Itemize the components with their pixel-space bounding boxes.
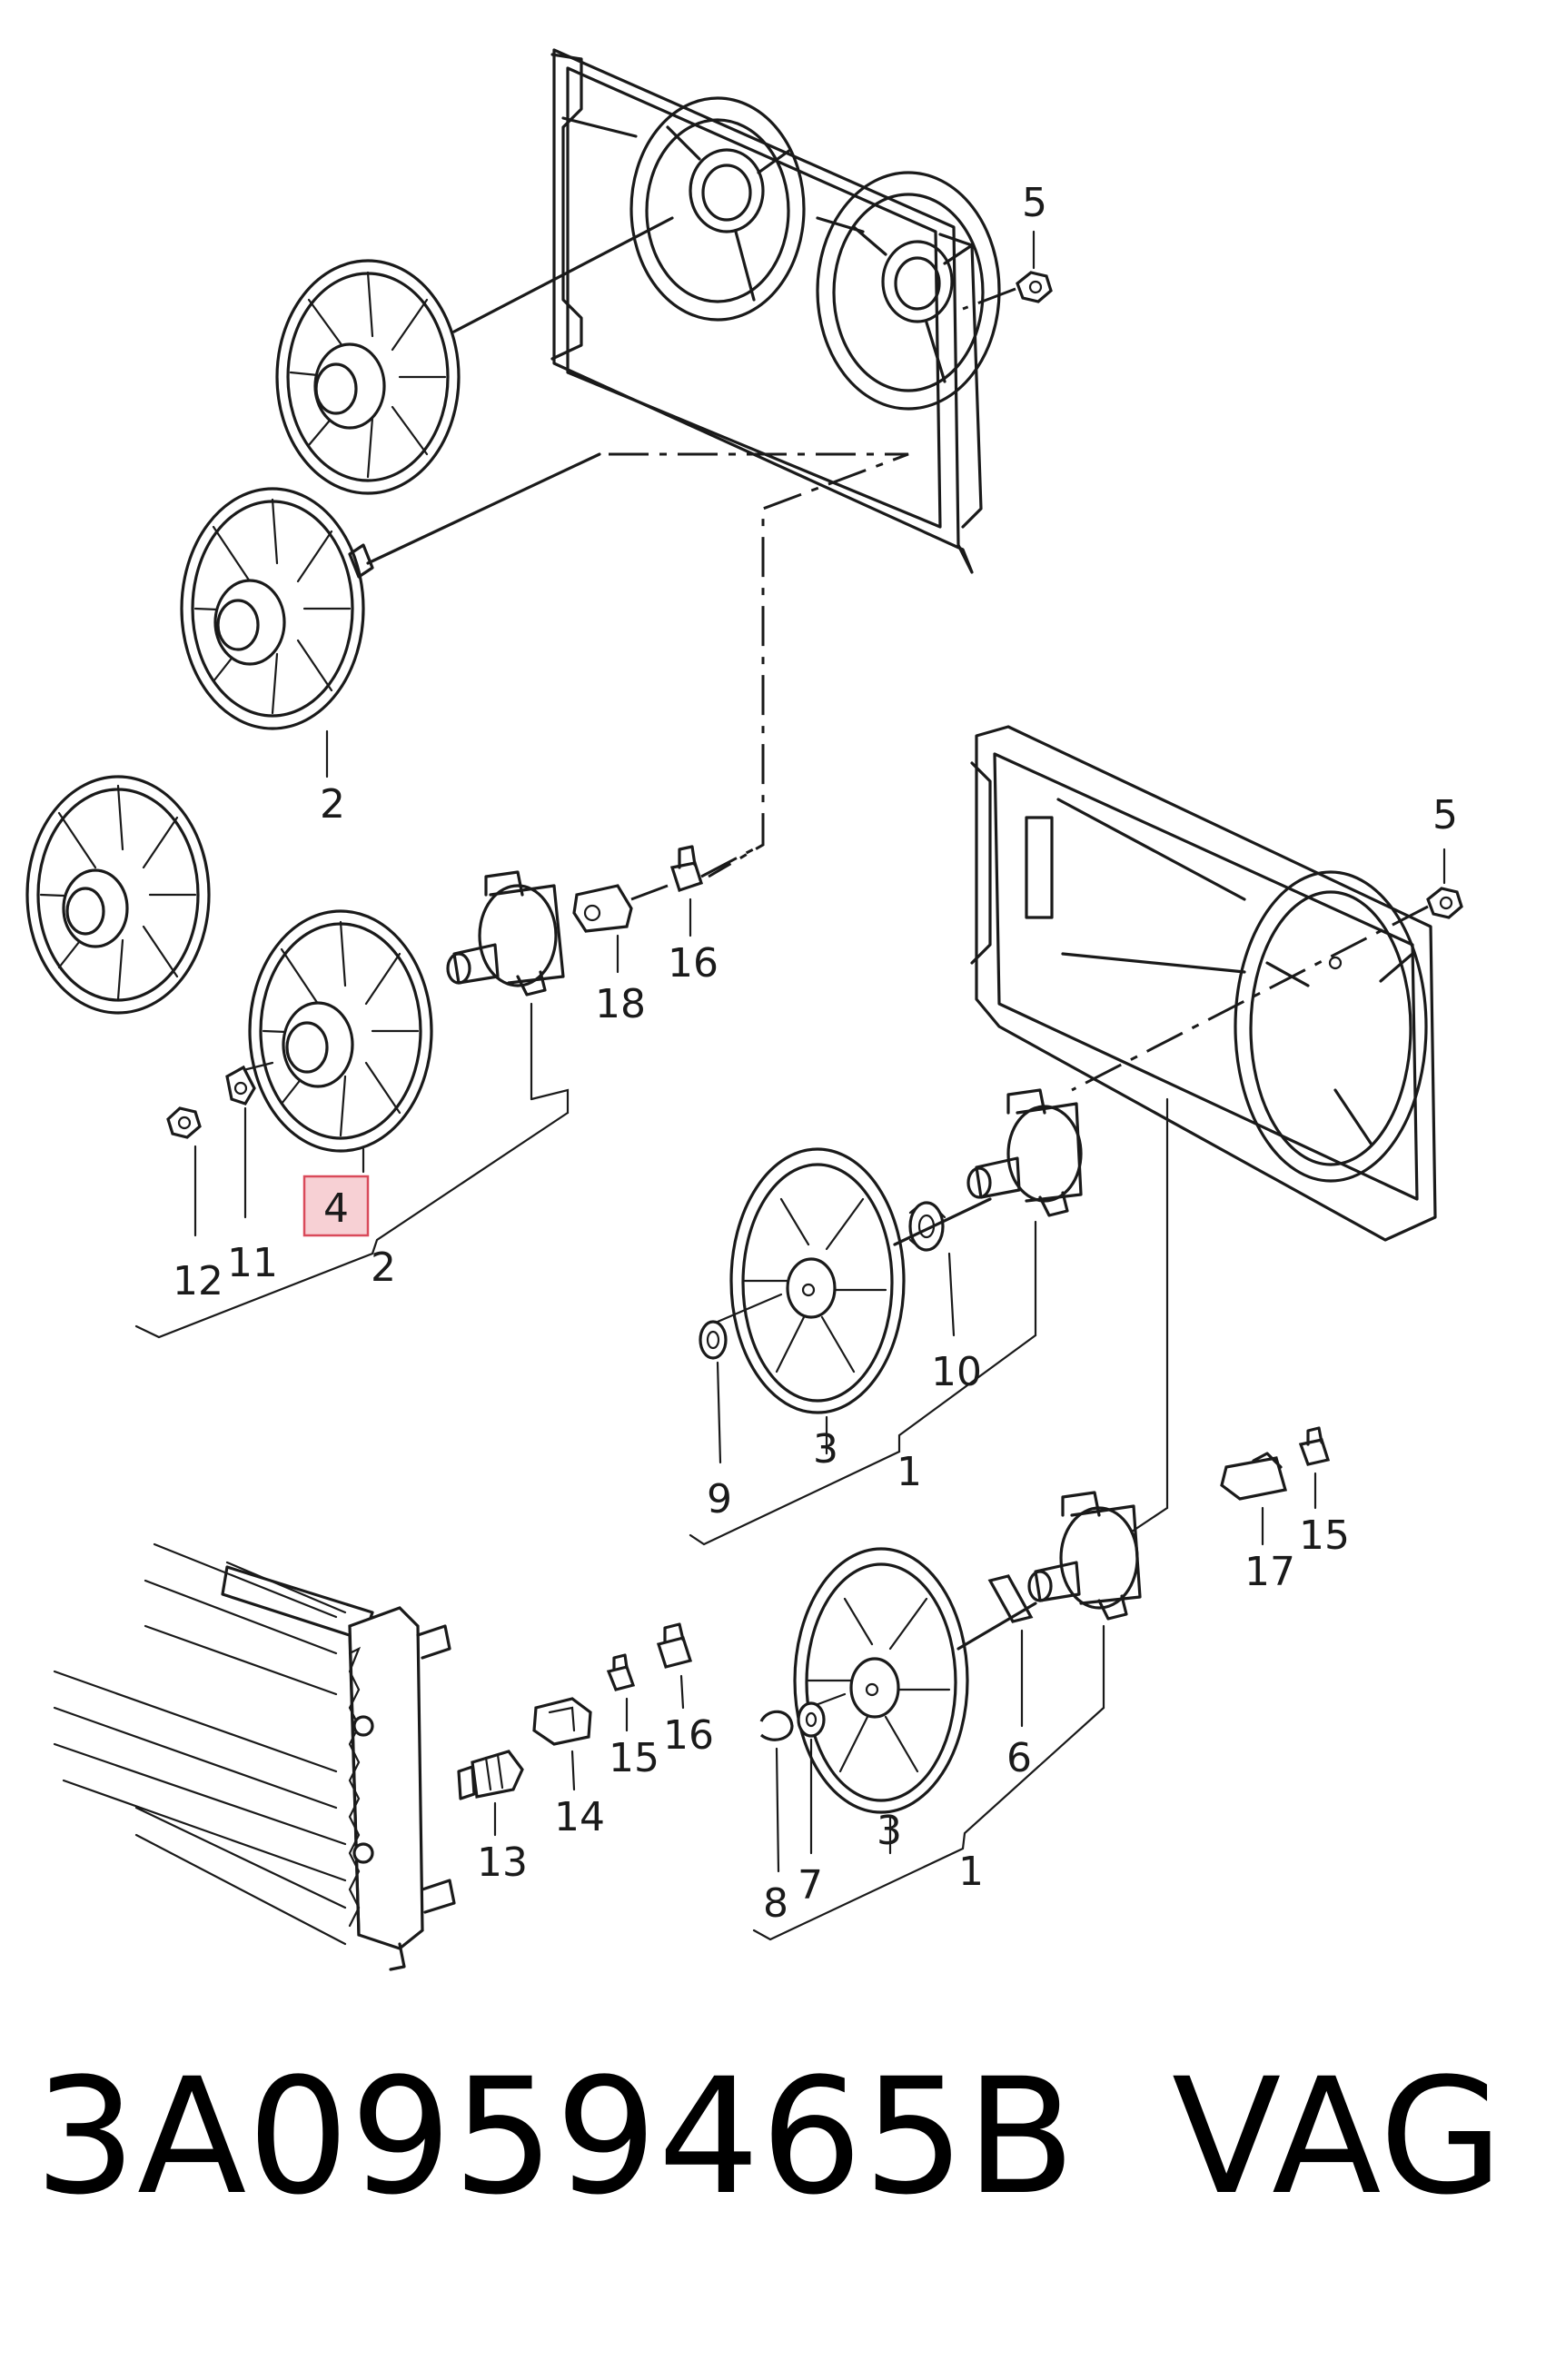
callout-nut-5-mid: 5 bbox=[1432, 792, 1458, 838]
switch-16-bottom bbox=[656, 1622, 693, 1710]
callout-switch-16-bottom: 16 bbox=[663, 1712, 714, 1759]
callout-bracket-6: 6 bbox=[1006, 1735, 1032, 1781]
nut-5-mid bbox=[1071, 848, 1463, 1092]
callout-fan-highlighted: 4 bbox=[323, 1185, 349, 1232]
relay-18 bbox=[572, 884, 669, 974]
brand-label: VAG bbox=[1172, 2044, 1504, 2230]
switch-15-bottom bbox=[606, 1653, 636, 1732]
radiator bbox=[53, 1542, 456, 1971]
upper-fan-shroud bbox=[550, 48, 1001, 574]
washer-11 bbox=[225, 1065, 256, 1219]
callout-clip-9: 9 bbox=[707, 1476, 732, 1522]
callout-switch-15-bottom: 15 bbox=[609, 1735, 659, 1781]
callout-washer-11: 11 bbox=[227, 1240, 278, 1286]
callout-switch-16-top: 16 bbox=[668, 940, 719, 987]
callout-fan-3-bottom: 3 bbox=[877, 1808, 902, 1854]
switch-15-right bbox=[1298, 1426, 1331, 1510]
switch-13 bbox=[457, 1750, 524, 1837]
callout-relay-17: 17 bbox=[1244, 1549, 1295, 1595]
callout-nut-12: 12 bbox=[173, 1258, 223, 1304]
callout-switch-15-right: 15 bbox=[1299, 1512, 1350, 1559]
mid-fan-shroud bbox=[970, 725, 1437, 1537]
bracket-6 bbox=[987, 1574, 1034, 1728]
relay-17 bbox=[1220, 1452, 1288, 1546]
part-number: 3A0959465B bbox=[35, 2044, 1076, 2230]
washer-7 bbox=[797, 1701, 826, 1855]
callout-washer-7: 7 bbox=[798, 1862, 823, 1909]
fan-bottom bbox=[793, 1547, 1037, 1855]
motor-mid-left bbox=[446, 870, 570, 1115]
fan-upper-mid bbox=[180, 452, 601, 778]
highlight-box-4 bbox=[302, 1175, 370, 1237]
callout-relay-14: 14 bbox=[554, 1794, 605, 1840]
callout-assy-1-mid: 1 bbox=[897, 1449, 922, 1495]
fan-upper-rear bbox=[275, 216, 674, 495]
switch-16-top bbox=[669, 845, 759, 937]
callout-nut-5-top: 5 bbox=[1022, 180, 1047, 226]
callout-clip-10: 10 bbox=[931, 1349, 982, 1395]
callout-fan-upper-rear: 2 bbox=[320, 781, 345, 828]
callout-switch-13: 13 bbox=[477, 1840, 528, 1886]
group-bracket-mid-left bbox=[134, 1111, 570, 1339]
callout-clip-8: 8 bbox=[763, 1880, 788, 1927]
motor-bottom bbox=[1027, 1491, 1142, 1710]
callout-assy-1-bottom: 1 bbox=[958, 1849, 984, 1895]
callout-fan-mid-left: 2 bbox=[371, 1245, 396, 1291]
fan-highlighted bbox=[234, 909, 433, 1174]
nut-12 bbox=[166, 1106, 202, 1237]
callout-fan-3-mid: 3 bbox=[813, 1426, 838, 1473]
clip-9 bbox=[699, 1320, 728, 1464]
clip-10 bbox=[908, 1201, 956, 1337]
group-bracket-mid-right bbox=[689, 1334, 1037, 1546]
leader-line-top bbox=[609, 452, 909, 878]
clip-8 bbox=[759, 1710, 794, 1873]
fan-left bbox=[25, 775, 211, 1015]
relay-14 bbox=[532, 1697, 592, 1791]
nut-5-top bbox=[962, 230, 1053, 311]
callout-relay-18: 18 bbox=[595, 981, 646, 1027]
fan-mid-right bbox=[716, 1147, 992, 1455]
motor-mid-right bbox=[966, 1088, 1083, 1337]
group-bracket-bottom bbox=[752, 1706, 1105, 1941]
